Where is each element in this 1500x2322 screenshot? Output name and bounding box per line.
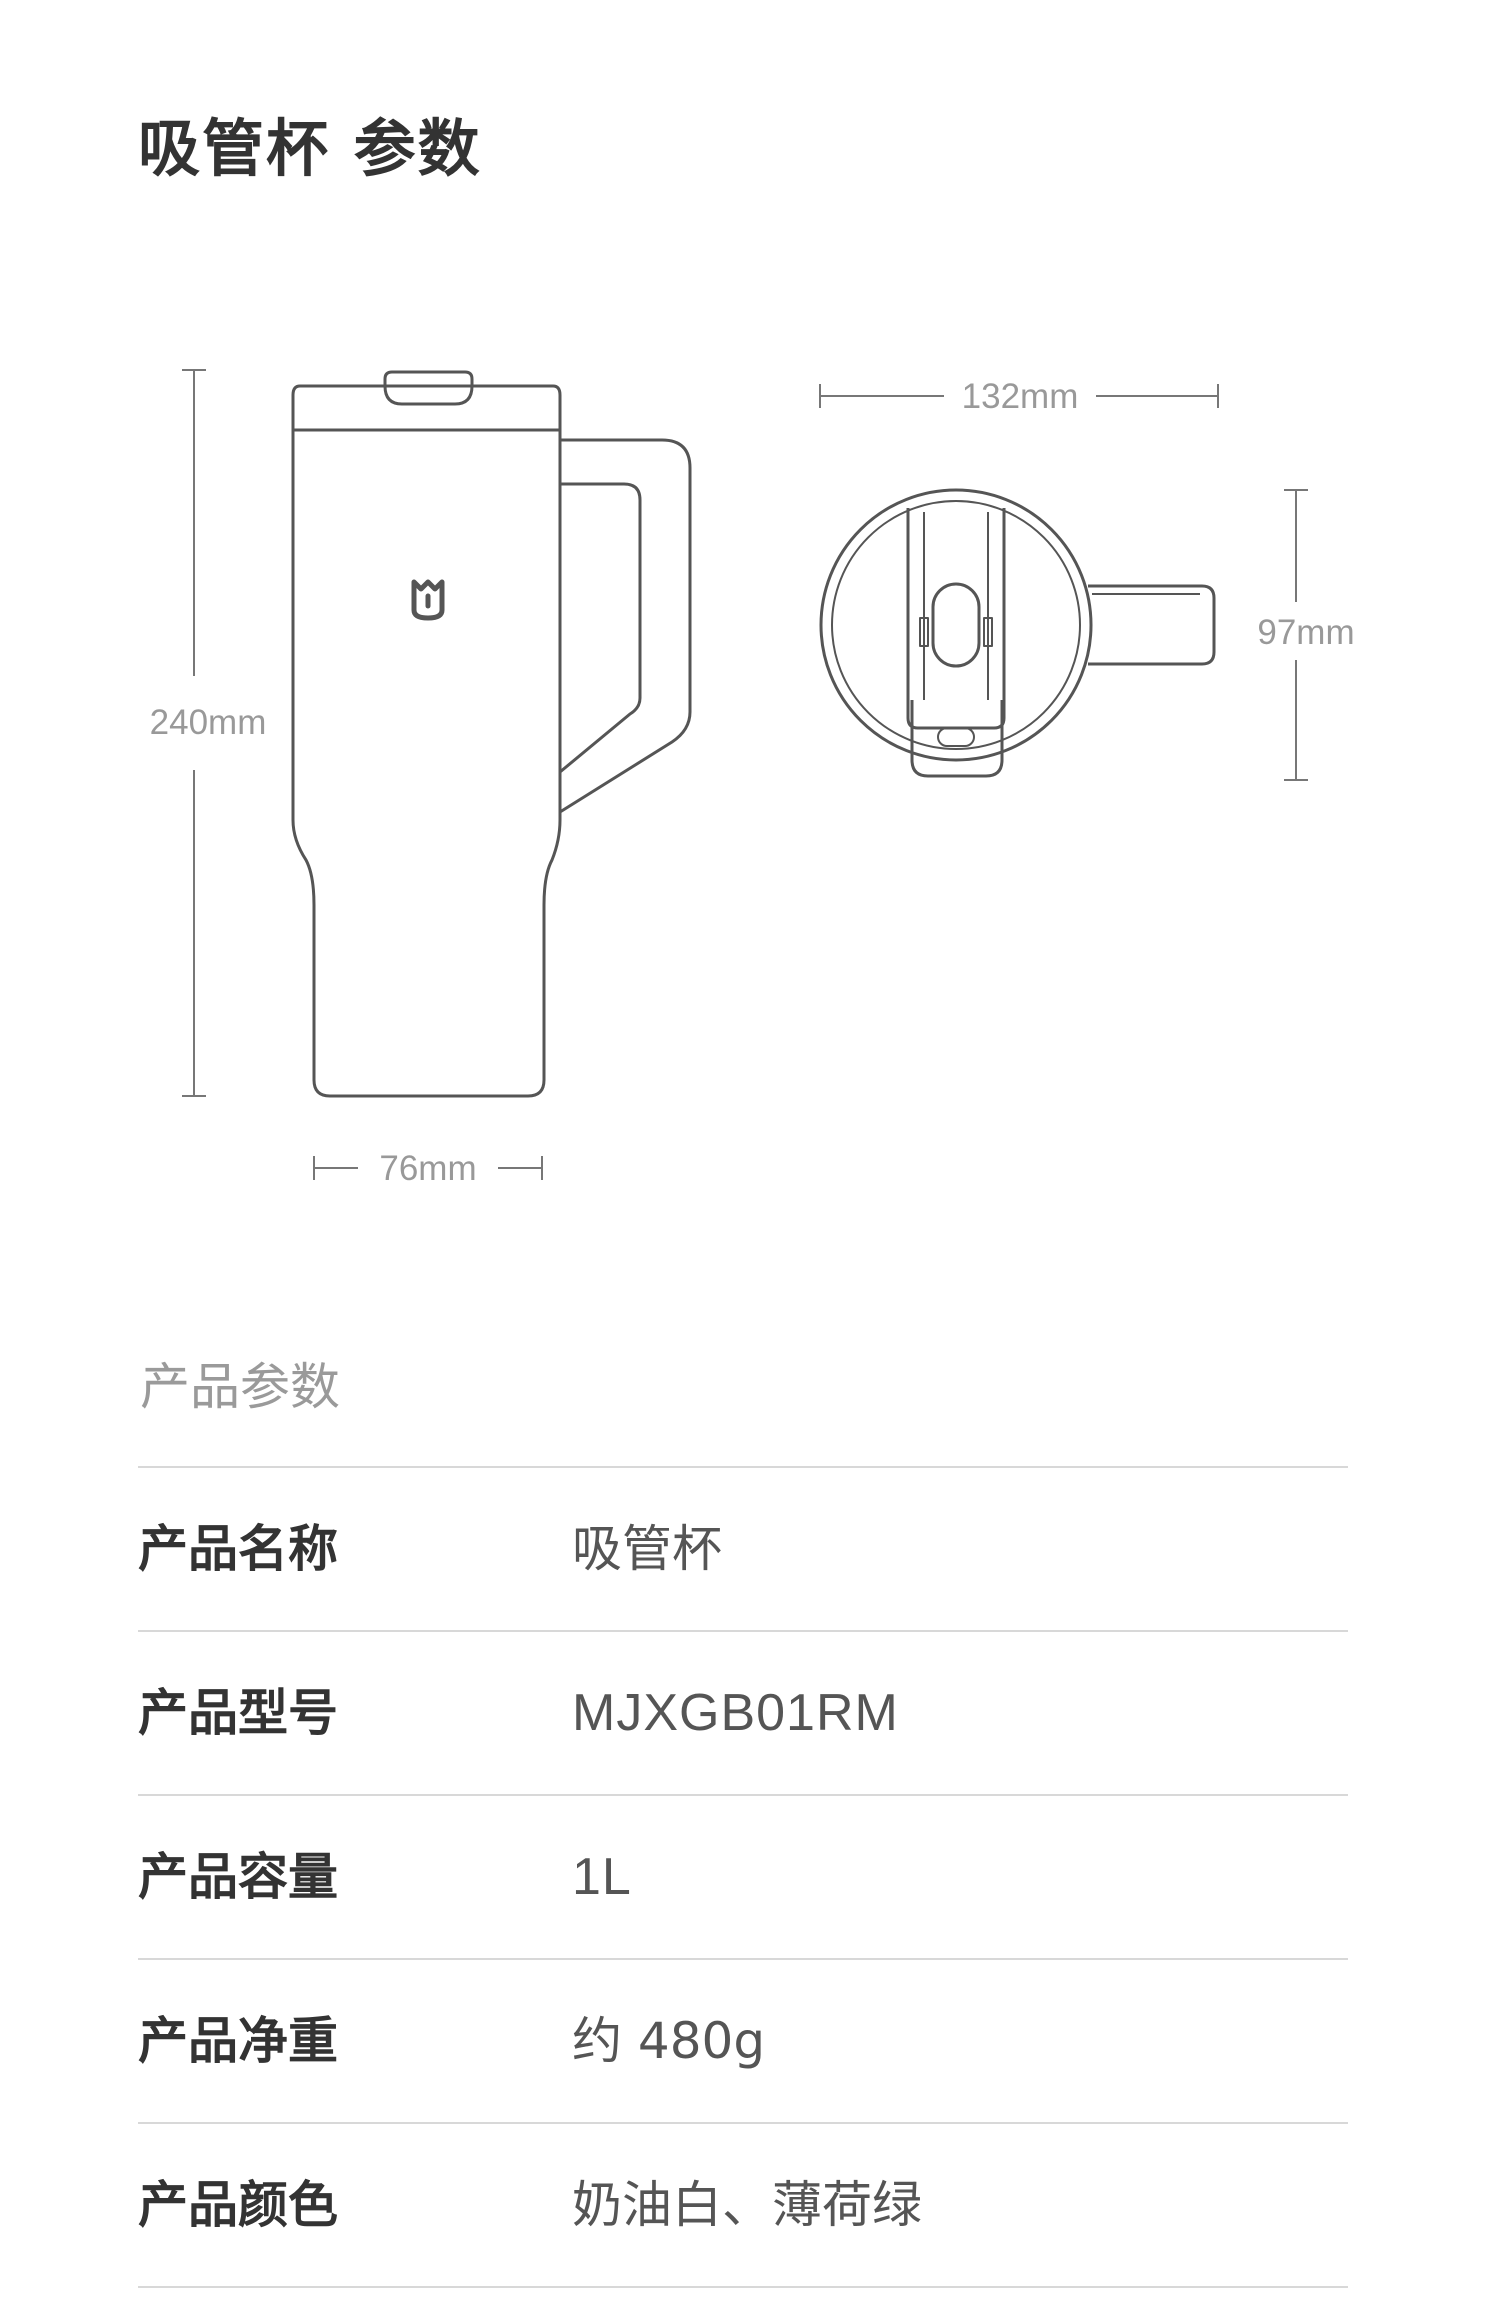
spec-value: MJXGB01RM <box>572 1684 899 1742</box>
top-straw-opening <box>931 582 981 668</box>
spec-key: 产品名称 <box>138 1520 338 1578</box>
cup-body <box>291 430 562 1098</box>
cup-handle-inner <box>559 482 642 774</box>
top-tab <box>910 700 1004 778</box>
spec-value: 吸管杯 <box>572 1520 722 1578</box>
spec-value: 约 480g <box>572 2012 766 2070</box>
spec-value: 1L <box>572 1848 632 1906</box>
spec-table: 产品名称 吸管杯 产品型号 MJXGB01RM 产品容量 1L 产品净重 约 4… <box>138 1466 1348 2288</box>
spec-row-name: 产品名称 吸管杯 <box>138 1468 1348 1632</box>
page-title: 吸管杯 参数 <box>138 112 482 185</box>
side-view-drawing <box>291 370 692 1098</box>
cup-lid <box>291 384 562 432</box>
top-outer-rim <box>819 488 1093 762</box>
spec-key: 产品颜色 <box>138 2176 338 2234</box>
spec-key: 产品容量 <box>138 1848 338 1906</box>
body-width-dimension-line <box>313 1156 543 1180</box>
spec-row-capacity: 产品容量 1L <box>138 1796 1348 1960</box>
cup-handle-outer <box>559 438 692 814</box>
spec-value: 奶油白、薄荷绿 <box>572 2176 922 2234</box>
spec-section-title: 产品参数 <box>140 1358 340 1416</box>
spec-row-weight: 产品净重 约 480g <box>138 1960 1348 2124</box>
spec-row-color: 产品颜色 奶油白、薄荷绿 <box>138 2124 1348 2288</box>
cup-straw-tab <box>383 370 474 406</box>
body-width-dimension-label: 76mm <box>379 1149 476 1188</box>
top-depth-dimension-label: 97mm <box>1257 613 1354 652</box>
top-depth-dimension-line <box>1284 489 1308 781</box>
top-inner-lid <box>831 500 1081 750</box>
spec-key: 产品型号 <box>138 1684 338 1742</box>
height-dimension-label: 240mm <box>150 703 267 742</box>
mijia-logo-icon <box>411 579 445 621</box>
top-view-drawing <box>819 488 1216 778</box>
spec-key: 产品净重 <box>138 2012 338 2070</box>
spec-row-model: 产品型号 MJXGB01RM <box>138 1632 1348 1796</box>
top-width-dimension-label: 132mm <box>962 377 1079 416</box>
top-handle <box>1088 584 1216 666</box>
height-dimension-line <box>182 369 206 1097</box>
product-dimension-diagram: 240mm 76mm 132mm <box>150 369 1355 1188</box>
top-width-dimension-line <box>819 384 1219 408</box>
top-tab-slot <box>937 727 975 747</box>
